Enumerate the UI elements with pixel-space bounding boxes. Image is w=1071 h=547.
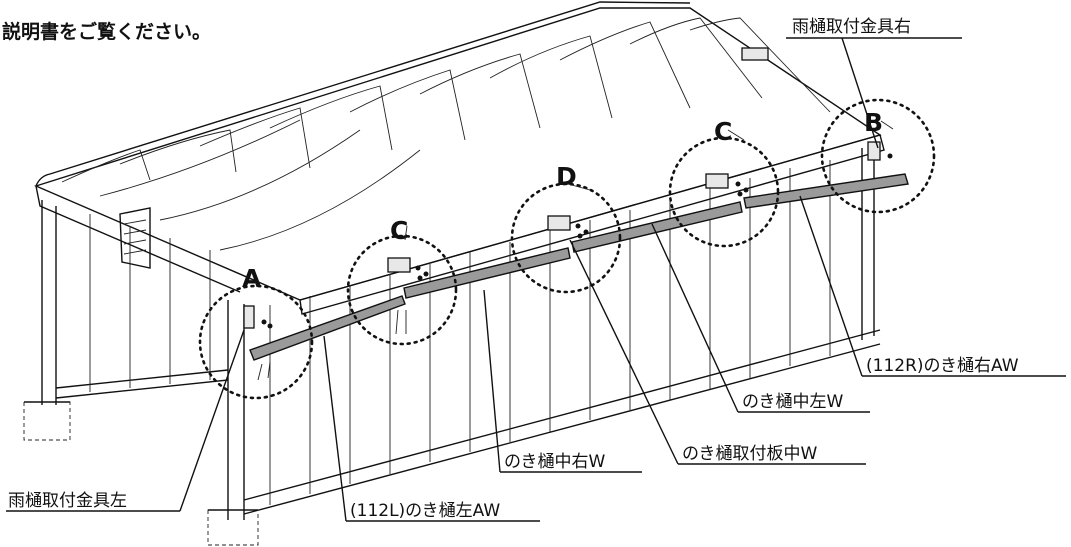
bracket-a (243, 305, 255, 329)
roof-panel-ribs (61, 17, 831, 251)
detail-circles (198, 98, 936, 400)
frame (23, 144, 881, 546)
marker-c-left: C (390, 216, 408, 245)
gutter-right-aw (743, 173, 909, 209)
marker-c-right: C (714, 117, 732, 146)
ridge-cap-right (741, 47, 769, 61)
bracket-c-left (387, 257, 411, 273)
detail-circle-d (510, 182, 622, 294)
bracket-c-right (705, 173, 729, 189)
brackets (243, 141, 893, 381)
label-downspout-bracket-right: 雨樋取付金具右 (792, 17, 911, 37)
detail-circle-b (820, 98, 936, 214)
bracket-d (547, 215, 571, 231)
marker-d: D (556, 162, 577, 191)
marker-b: B (864, 108, 883, 137)
bracket-b (867, 141, 881, 161)
screws (261, 153, 893, 329)
eaves-gutters (249, 173, 909, 361)
label-eaves-gutter-left: (112L)のき樋左AW (350, 501, 500, 521)
hangers (257, 309, 407, 381)
detail-circle-a (198, 284, 314, 400)
detail-circle-c-right (668, 136, 780, 248)
label-eaves-gutter-right: (112R)のき樋右AW (866, 356, 1019, 376)
header-note: 説明書をご覧ください。 (2, 20, 211, 43)
label-eaves-gutter-middle-right: のき樋中右W (504, 452, 605, 472)
roof (33, 1, 885, 315)
detail-circle-c-left (346, 234, 458, 346)
gutter-left-aw (249, 295, 406, 361)
gutter-middle-right-w (403, 247, 571, 299)
ridge-cap-left (119, 207, 151, 269)
marker-a: A (242, 264, 262, 293)
leader-lines (6, 37, 1066, 522)
label-downspout-bracket-left: 雨樋取付金具左 (8, 491, 127, 511)
gutter-middle-left-w (571, 201, 743, 253)
label-gutter-mount-plate-middle: のき樋取付板中W (682, 444, 817, 464)
label-eaves-gutter-middle-left: のき樋中左W (742, 392, 843, 412)
